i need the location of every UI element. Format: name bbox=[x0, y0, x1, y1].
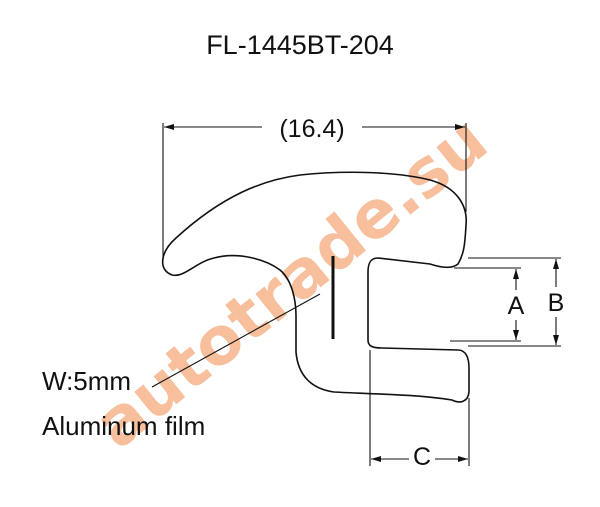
watermark-text: autotrade.su bbox=[80, 101, 502, 463]
dimension-c-arrow-right bbox=[458, 456, 468, 462]
dimension-b-arrow-top bbox=[553, 259, 559, 269]
seal-profile-outline bbox=[161, 171, 470, 403]
dimension-a-label: A bbox=[508, 292, 525, 320]
film-leader-line bbox=[151, 293, 321, 388]
overall-width-arrow-right bbox=[455, 124, 465, 130]
dimension-a-arrow-bottom bbox=[513, 330, 519, 340]
dimension-b-arrow-bottom bbox=[553, 335, 559, 345]
dimension-c-label: C bbox=[413, 443, 431, 471]
overall-width-arrow-left bbox=[164, 124, 174, 130]
dimension-b-label: B bbox=[548, 289, 565, 317]
drawing-title: FL-1445BT-204 bbox=[206, 30, 394, 60]
dimension-c-arrow-left bbox=[371, 456, 381, 462]
dimension-a-arrow-top bbox=[513, 269, 519, 279]
overall-width-label: (16.4) bbox=[279, 115, 344, 143]
film-material-label: Aluminum film bbox=[42, 411, 205, 441]
film-width-label: W:5mm bbox=[42, 366, 131, 396]
